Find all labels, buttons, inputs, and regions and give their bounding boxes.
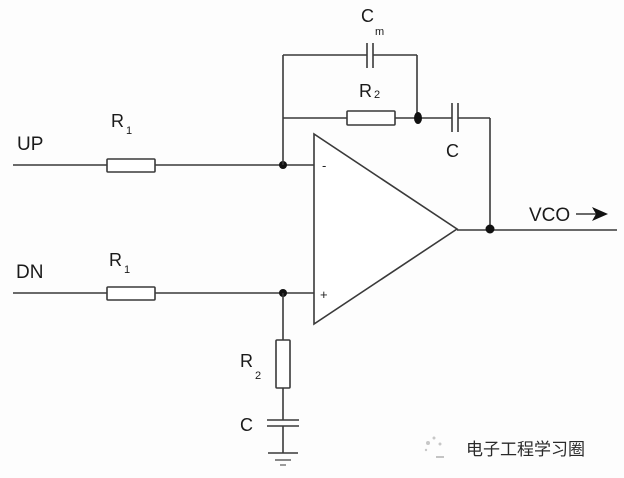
watermark: 电子工程学习圈	[424, 436, 585, 460]
ground-branch	[267, 293, 299, 466]
ground-icon	[268, 452, 298, 466]
feedback-network	[282, 43, 491, 229]
c-feedback-label: C	[446, 141, 459, 161]
r2-feedback-label: R 2	[359, 81, 380, 101]
watermark-text: 电子工程学习圈	[466, 440, 585, 460]
svg-text:1: 1	[124, 264, 130, 276]
svg-text:1: 1	[126, 125, 132, 137]
c-ground-label: C	[240, 415, 253, 435]
op-amp: - +	[313, 132, 459, 326]
opamp-minus-sign: -	[322, 158, 326, 173]
resistor-r1-dn	[106, 286, 156, 301]
svg-text:2: 2	[374, 89, 380, 101]
r1-dn-label: R 1	[109, 250, 130, 276]
resistor-r2-feedback	[346, 110, 396, 126]
output-net	[457, 207, 617, 234]
opamp-plus-sign: +	[320, 287, 328, 302]
junction-dot-feedback	[414, 112, 422, 124]
dn-input-net	[13, 286, 314, 301]
svg-text:R: R	[240, 351, 253, 371]
svg-text:m: m	[375, 26, 384, 38]
r2-ground-label: R 2	[240, 351, 261, 382]
svg-text:R: R	[111, 111, 124, 131]
r1-up-label: R 1	[111, 111, 132, 137]
right-arrow-icon	[576, 207, 608, 221]
up-label: UP	[17, 134, 43, 155]
svg-text:R: R	[109, 250, 122, 270]
up-input-net	[13, 158, 314, 173]
resistor-r1-up	[106, 158, 156, 173]
svg-text:R: R	[359, 81, 372, 101]
dn-label: DN	[16, 262, 43, 283]
vco-output-label: VCO	[529, 205, 570, 226]
svg-text:2: 2	[255, 370, 261, 382]
op-amp-triangle	[313, 132, 459, 326]
cm-label: C m	[361, 6, 384, 38]
junction-dot-output	[485, 224, 495, 234]
wechat-logo-icon	[424, 436, 444, 458]
svg-text:C: C	[361, 6, 374, 26]
resistor-r2-ground	[275, 339, 291, 389]
